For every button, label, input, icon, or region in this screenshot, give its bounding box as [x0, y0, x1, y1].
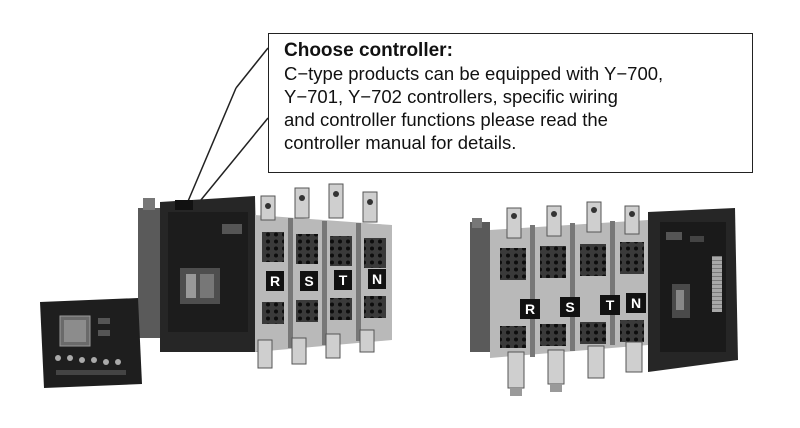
left-phase-label-t: T [339, 272, 348, 288]
callout-text: Choose controller: C−type products can b… [284, 40, 744, 154]
callout-title: Choose controller: [284, 40, 453, 61]
callout-pointer [185, 47, 269, 207]
callout-line: Y−701, Y−702 controllers, specific wirin… [284, 86, 618, 107]
callout-line: controller manual for details. [284, 132, 517, 153]
callout-box [268, 33, 753, 173]
controller-panel [40, 298, 142, 388]
right-transfer-switch: R S T N [470, 201, 738, 396]
left-phase-label-s: S [304, 273, 313, 289]
right-phase-label-t: T [606, 297, 615, 313]
right-phase-label-n: N [631, 295, 641, 311]
left-phase-label-n: N [372, 271, 382, 287]
right-phase-label-r: R [525, 301, 535, 317]
callout-body: C−type products can be equipped with Y−7… [284, 62, 744, 154]
callout-line: and controller functions please read the [284, 109, 608, 130]
left-phase-label-r: R [270, 273, 280, 289]
left-transfer-switch: R S T N [138, 183, 392, 369]
right-phase-label-s: S [565, 299, 574, 315]
callout-line: C−type products can be equipped with Y−7… [284, 63, 664, 84]
